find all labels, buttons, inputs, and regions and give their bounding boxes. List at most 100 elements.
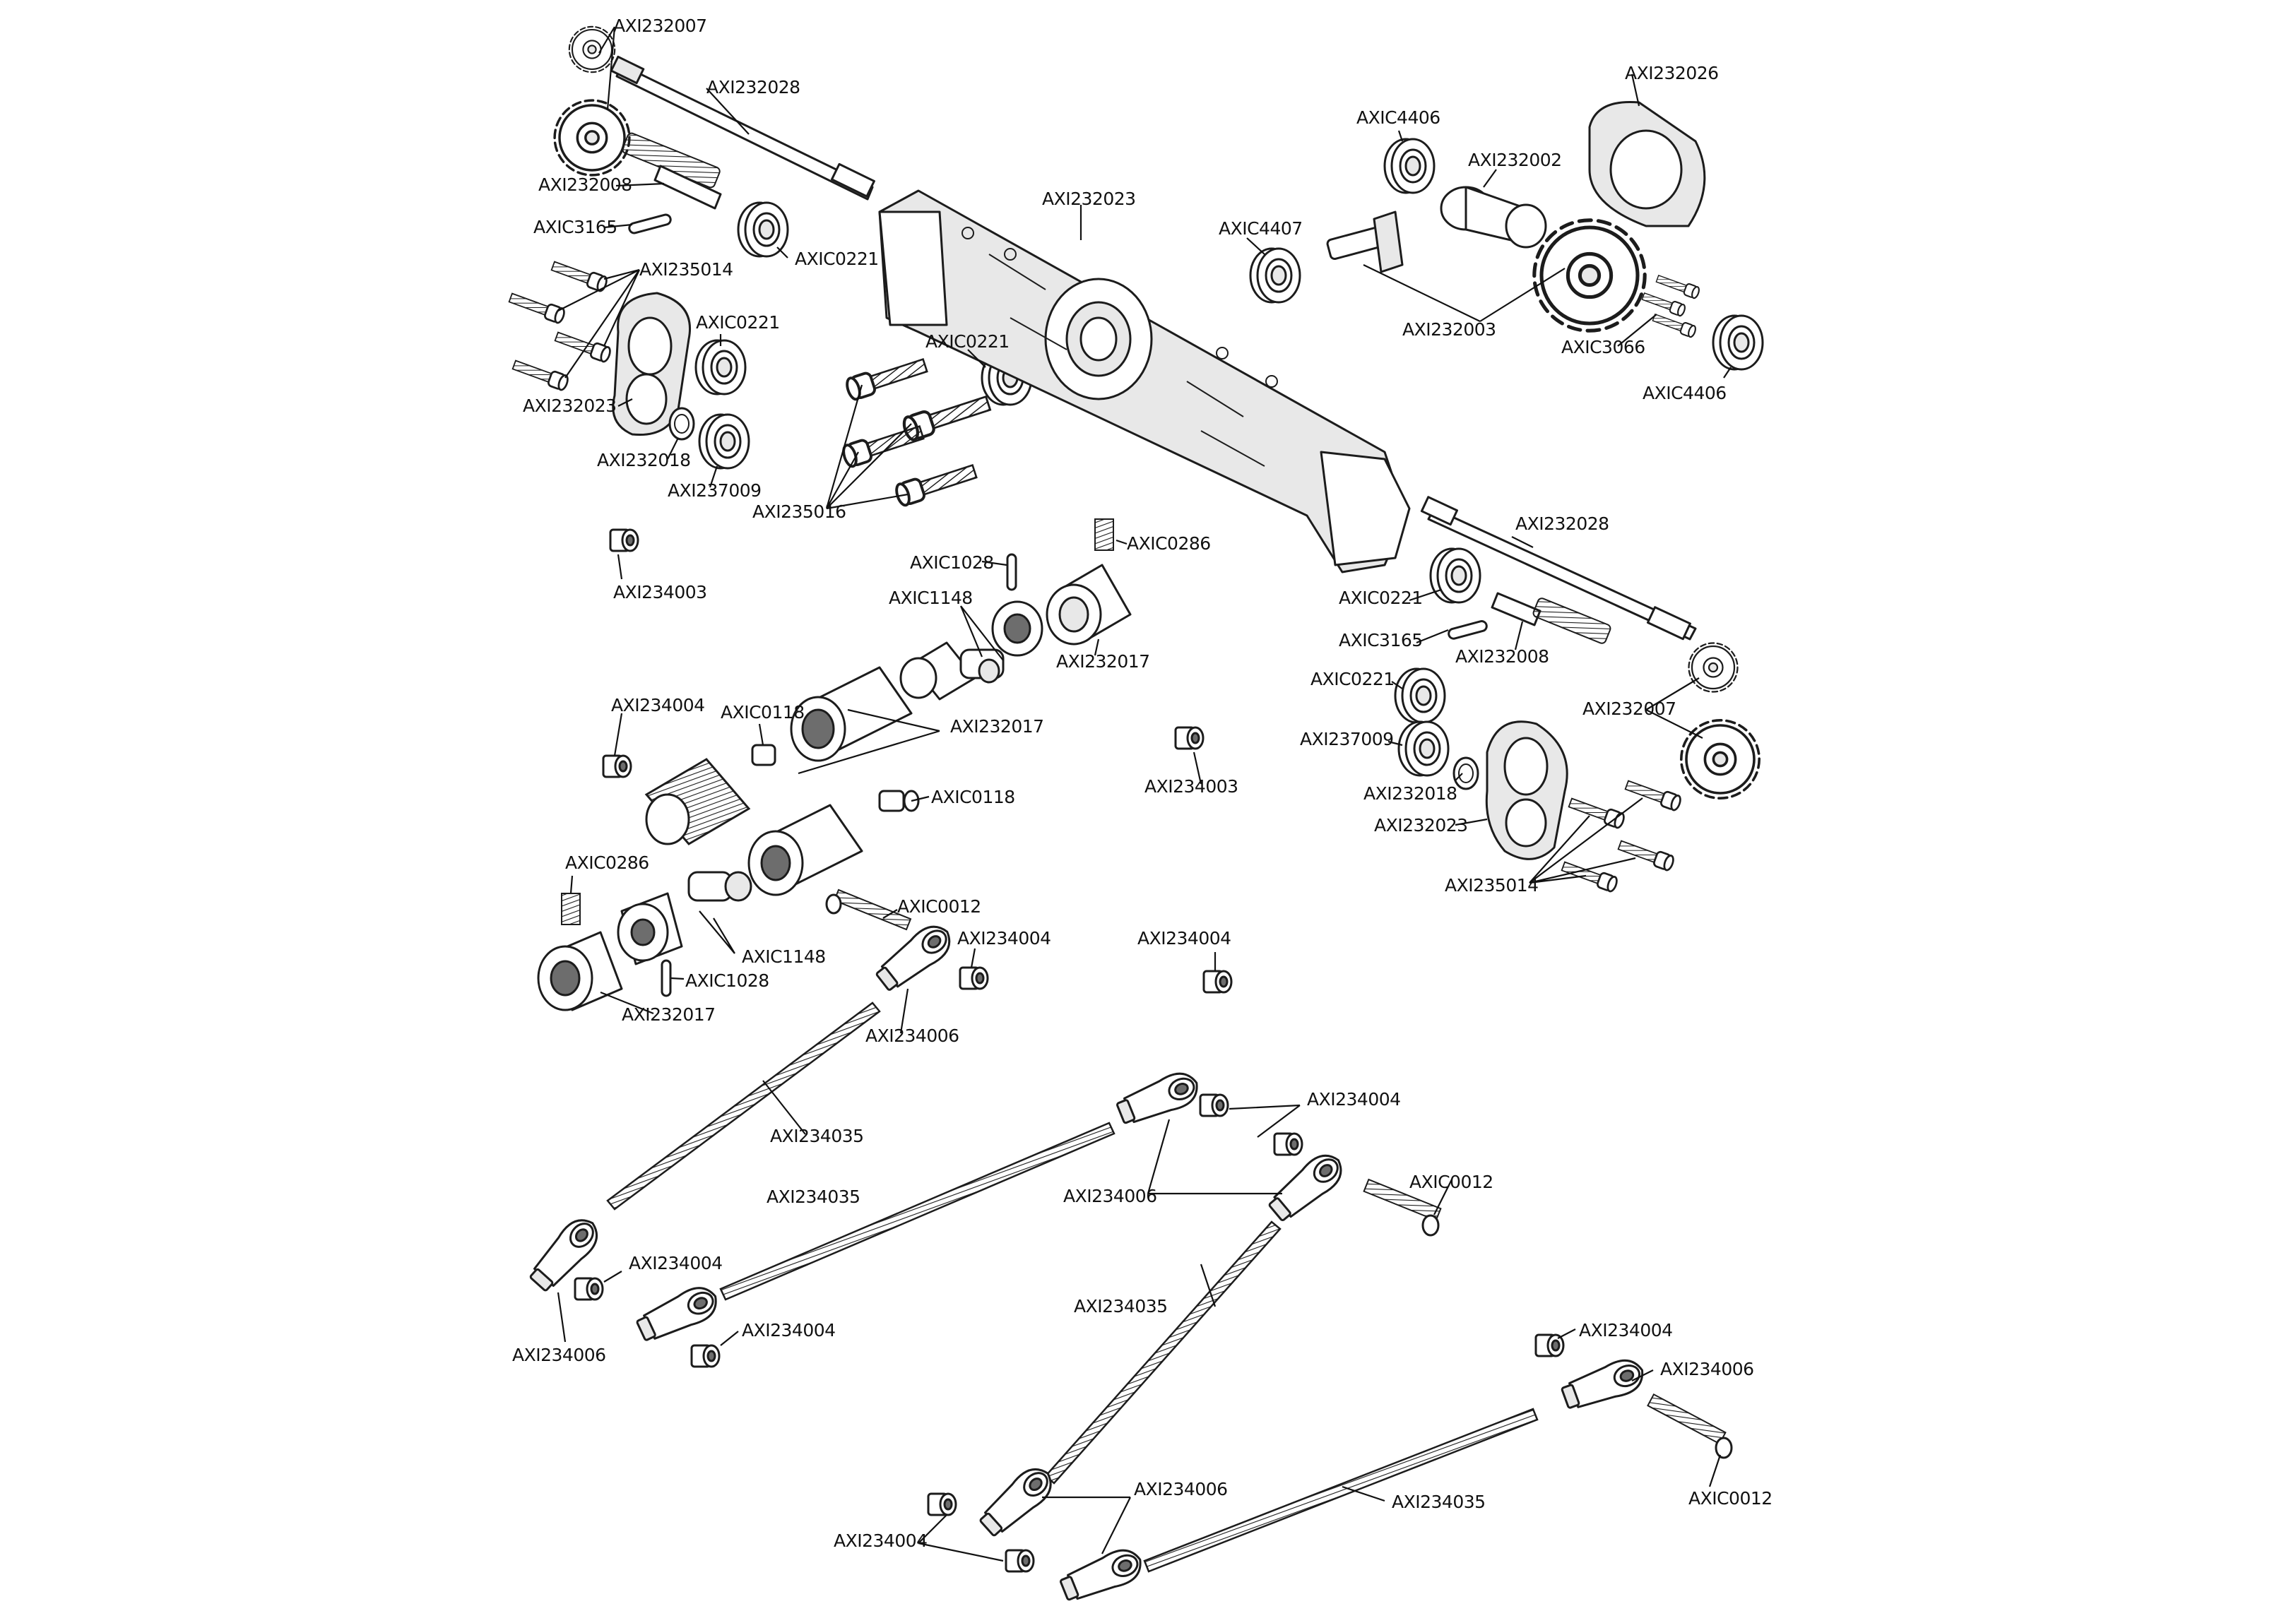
spur-gear-top — [553, 99, 631, 177]
yoke-top — [899, 641, 1005, 701]
screw-top-2 — [507, 289, 567, 326]
label-gear-pinion-top: AXI232007 — [613, 16, 707, 36]
diff-cover — [1588, 100, 1706, 227]
label-bushing-left: AXI234003 — [613, 582, 707, 602]
label-pin-1028-top: AXIC1028 — [910, 552, 994, 573]
label-diff-cover: AXI232026 — [1625, 63, 1719, 83]
label-pin-top: AXIC3165 — [533, 217, 617, 237]
setscrew-bottom — [561, 893, 581, 925]
axle-shaft-right — [1420, 496, 1697, 641]
label-rodend-a: AXI234006 — [865, 1025, 959, 1046]
pinion-diff — [1326, 210, 1404, 273]
pin-right — [1448, 620, 1488, 640]
setscrew-top — [1094, 518, 1114, 551]
label-screw-0118-top: AXIC0118 — [721, 702, 805, 723]
part-labels: AXI232007 AXI232028 AXI232008 AXIC3165 A… — [512, 16, 1773, 1551]
diff-case — [1440, 186, 1547, 249]
ring-gear — [1534, 220, 1645, 331]
screw-top-1 — [549, 257, 610, 294]
label-pin-1028-bottom: AXIC1028 — [685, 970, 769, 991]
label-driveshaft: AXI232017 — [950, 716, 1044, 737]
bearing-top-a — [737, 201, 789, 258]
label-screws-top: AXI235014 — [639, 259, 733, 280]
label-link-a: AXI234035 — [770, 1126, 864, 1146]
screw-3066-2 — [1640, 290, 1687, 318]
gear-cover-right — [1485, 720, 1568, 860]
screw-3066-3 — [1651, 311, 1698, 339]
label-coupler-bottom: AXI232017 — [622, 1004, 716, 1025]
bearing-right-a — [1429, 547, 1481, 604]
leader-lines — [557, 26, 1732, 1562]
driveshaft — [644, 666, 913, 896]
label-bearing-4406-right: AXIC4406 — [1643, 383, 1727, 403]
label-bearing-mid: AXIC0221 — [925, 331, 1010, 352]
bushing-b — [959, 966, 989, 990]
pin-top — [628, 213, 672, 234]
screw-right-2 — [1566, 794, 1627, 831]
label-rodend-d: AXI234006 — [1660, 1359, 1754, 1379]
label-setscrew-top: AXIC0286 — [1127, 533, 1211, 554]
bushing-g — [690, 1344, 721, 1368]
label-shim-top: AXI232018 — [597, 450, 691, 470]
link-c — [1044, 1220, 1282, 1485]
link-d — [1143, 1408, 1539, 1573]
label-shaft-right: AXI232028 — [1515, 513, 1609, 534]
label-link-b: AXI234035 — [767, 1187, 860, 1207]
screw-mid-4 — [892, 459, 980, 509]
label-bushing-a: AXI234004 — [611, 695, 705, 715]
label-bushing-g: AXI234004 — [1579, 1320, 1673, 1340]
rodend-b — [1113, 1066, 1205, 1131]
label-bearing-right-b: AXIC0221 — [1310, 669, 1395, 689]
label-bearing-right-c: AXI237009 — [1300, 729, 1394, 749]
pinion-gear-top — [568, 25, 616, 73]
bearing-4406-right — [1712, 314, 1764, 371]
rodend-d-bottom — [632, 1280, 724, 1348]
rodend-e — [1558, 1353, 1650, 1415]
label-housing: AXI232023 — [1042, 189, 1136, 209]
label-link-d: AXI234035 — [1392, 1492, 1486, 1512]
axle-housing — [878, 189, 1411, 573]
bushing-j — [1005, 1549, 1035, 1573]
pinion-gear-right — [1688, 642, 1739, 693]
bushing-i — [927, 1492, 957, 1516]
yoke-bottom — [687, 871, 752, 902]
bushing-e — [1273, 1132, 1303, 1156]
bearing-4406-top — [1383, 138, 1436, 194]
coupler-bottom — [537, 892, 683, 1011]
bearing-right-b — [1394, 667, 1446, 724]
rodend-f — [974, 1460, 1060, 1542]
label-bushing-d: AXI234004 — [1307, 1089, 1401, 1110]
label-shim-right: AXI232018 — [1363, 783, 1457, 804]
label-yoke-top: AXIC1148 — [889, 588, 973, 608]
label-cover-right: AXI232023 — [1374, 815, 1468, 836]
label-rodend-e: AXI234006 — [1134, 1479, 1228, 1499]
screw-0012-b — [1363, 1178, 1442, 1237]
screw-0012-c — [1647, 1393, 1733, 1459]
axle-shaft-top — [610, 55, 875, 201]
coupler-top — [991, 564, 1132, 657]
pinion-shaft-right — [1491, 592, 1611, 644]
spur-gear-right — [1680, 718, 1761, 799]
label-bearing-top-c: AXI237009 — [668, 480, 762, 501]
link-b — [719, 1122, 1116, 1301]
link-a — [606, 1001, 881, 1211]
label-screws-3066: AXIC3066 — [1561, 337, 1645, 357]
label-screw-0012-a: AXIC0012 — [897, 896, 981, 917]
label-bushing-center: AXI234003 — [1144, 776, 1238, 797]
label-yoke-bottom: AXIC1148 — [742, 946, 826, 967]
pin-1028-top — [1006, 553, 1017, 591]
label-rodend-c: AXI234006 — [512, 1345, 606, 1365]
bearing-top-c — [698, 413, 750, 470]
bushing-a — [602, 754, 632, 778]
label-bearing-right-a: AXIC0221 — [1339, 588, 1423, 608]
label-screw-0012-c: AXIC0012 — [1688, 1488, 1773, 1509]
label-screw-0012-b: AXIC0012 — [1409, 1172, 1493, 1192]
label-bushing-f: AXI234004 — [742, 1320, 836, 1340]
bushing-d — [1199, 1093, 1229, 1117]
label-link-c: AXI234035 — [1074, 1296, 1168, 1316]
screw-mid-1 — [843, 353, 930, 403]
screw-top-3 — [552, 328, 613, 364]
screw-right-3 — [1616, 836, 1676, 873]
label-bearing-4407: AXIC4407 — [1219, 218, 1303, 239]
